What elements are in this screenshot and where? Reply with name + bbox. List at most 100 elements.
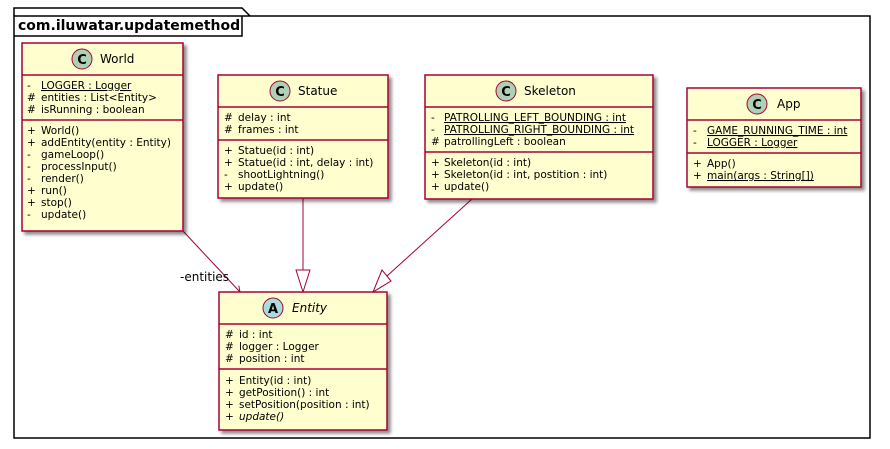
member-vis: + [225, 375, 234, 387]
member-vis: # [431, 136, 440, 148]
method: Statue(id : int) [238, 145, 314, 157]
class-badge-icon [71, 48, 93, 70]
field: logger : Logger [239, 341, 320, 353]
class-app-content: C App - GAME_RUNNING_TIME : int - LOGGER… [687, 93, 861, 182]
class-badge-letter: A [268, 302, 278, 317]
member-vis: + [27, 125, 36, 137]
member-vis: + [431, 169, 440, 181]
edge-skeleton-entity [371, 198, 473, 294]
member-vis: + [431, 181, 440, 193]
field: id : int [239, 329, 272, 341]
method: render() [41, 173, 84, 185]
field: patrollingLeft : boolean [444, 136, 566, 148]
member-vis: - [224, 169, 228, 181]
member-vis: - [693, 137, 697, 149]
world-methods: + World() + addEntity(entity : Entity) -… [27, 125, 171, 221]
member-vis: - [27, 173, 31, 185]
class-badge-letter: C [275, 85, 285, 100]
member-vis: - [27, 80, 31, 92]
member-vis: - [693, 125, 697, 137]
field: position : int [239, 353, 305, 365]
member-vis: + [224, 145, 233, 157]
member-vis: # [225, 341, 234, 353]
method: Statue(id : int, delay : int) [238, 157, 373, 169]
world-fields: - LOGGER : Logger # entities : List<Enti… [27, 80, 157, 116]
member-vis: - [27, 149, 31, 161]
field: PATROLLING_LEFT_BOUNDING : int [444, 112, 626, 124]
method: Skeleton(id : int) [444, 157, 531, 169]
method: processInput() [41, 161, 117, 173]
field: LOGGER : Logger [41, 80, 132, 92]
class-name-statue: Statue [298, 84, 337, 98]
member-vis: # [224, 112, 233, 124]
member-vis: # [27, 104, 36, 116]
member-vis: - [27, 161, 31, 173]
class-badge-icon [269, 80, 291, 102]
field: GAME_RUNNING_TIME : int [707, 125, 847, 137]
member-vis: + [225, 387, 234, 399]
edge-world-entity: -entities [180, 230, 241, 293]
member-vis: - [27, 209, 31, 221]
field: entities : List<Entity> [41, 92, 157, 104]
member-vis: + [224, 157, 233, 169]
class-entity-content: A Entity # id : int # logger : Logger # … [219, 297, 387, 423]
field: isRunning : boolean [41, 104, 145, 116]
class-skeleton[interactable] [424, 74, 654, 200]
class-world-content: C World - LOGGER : Logger # entities : L… [22, 48, 183, 221]
method: setPosition(position : int) [239, 399, 370, 411]
class-badge-icon [495, 80, 517, 102]
method: Entity(id : int) [239, 375, 311, 387]
class-name-skeleton: Skeleton [524, 84, 576, 98]
member-vis: - [431, 112, 435, 124]
field: PATROLLING_RIGHT_BOUNDING : int [444, 124, 634, 136]
method: getPosition() : int [239, 387, 329, 399]
class-statue[interactable] [217, 74, 389, 199]
field: delay : int [238, 112, 291, 124]
method: Skeleton(id : int, postition : int) [444, 169, 607, 181]
method: update() [238, 181, 283, 193]
method: main(args : String[]) [707, 170, 814, 182]
member-vis: # [225, 353, 234, 365]
member-vis: + [27, 197, 36, 209]
method: gameLoop() [41, 149, 104, 161]
member-vis: + [27, 185, 36, 197]
package-name: com.iluwatar.updatemethod [18, 18, 240, 34]
method: addEntity(entity : Entity) [41, 137, 171, 149]
method: update() [444, 181, 489, 193]
class-badge-icon [746, 93, 768, 115]
member-vis: + [225, 399, 234, 411]
member-vis: + [693, 158, 702, 170]
member-vis: - [431, 124, 435, 136]
method: update() [239, 411, 284, 423]
method: run() [41, 185, 67, 197]
class-badge-letter: C [501, 85, 511, 100]
class-name-entity: Entity [292, 301, 328, 315]
method: update() [41, 209, 86, 221]
class-app[interactable] [686, 87, 862, 188]
member-vis: + [693, 170, 702, 182]
member-vis: # [224, 124, 233, 136]
abstract-badge-icon [262, 297, 284, 319]
class-skeleton-content: C Skeleton - PATROLLING_LEFT_BOUNDING : … [425, 80, 653, 193]
member-vis: + [224, 181, 233, 193]
member-vis: # [225, 329, 234, 341]
class-badge-letter: C [752, 98, 762, 113]
package-frame: com.iluwatar.updatemethod [13, 7, 871, 439]
class-name-app: App [777, 97, 800, 111]
member-vis: + [431, 157, 440, 169]
field: LOGGER : Logger [707, 137, 798, 149]
method: App() [707, 158, 736, 170]
class-entity[interactable] [218, 291, 388, 431]
method: World() [41, 125, 79, 137]
class-statue-content: C Statue # delay : int # frames : int + … [218, 80, 388, 193]
edge-statue-entity [295, 198, 311, 294]
member-vis: + [225, 411, 234, 423]
method: shootLightning() [238, 169, 324, 181]
member-vis: + [27, 137, 36, 149]
edge-label-entities: -entities [180, 270, 229, 284]
class-badge-letter: C [77, 53, 87, 68]
method: stop() [41, 197, 72, 209]
class-name-world: World [100, 52, 134, 66]
member-vis: # [27, 92, 36, 104]
